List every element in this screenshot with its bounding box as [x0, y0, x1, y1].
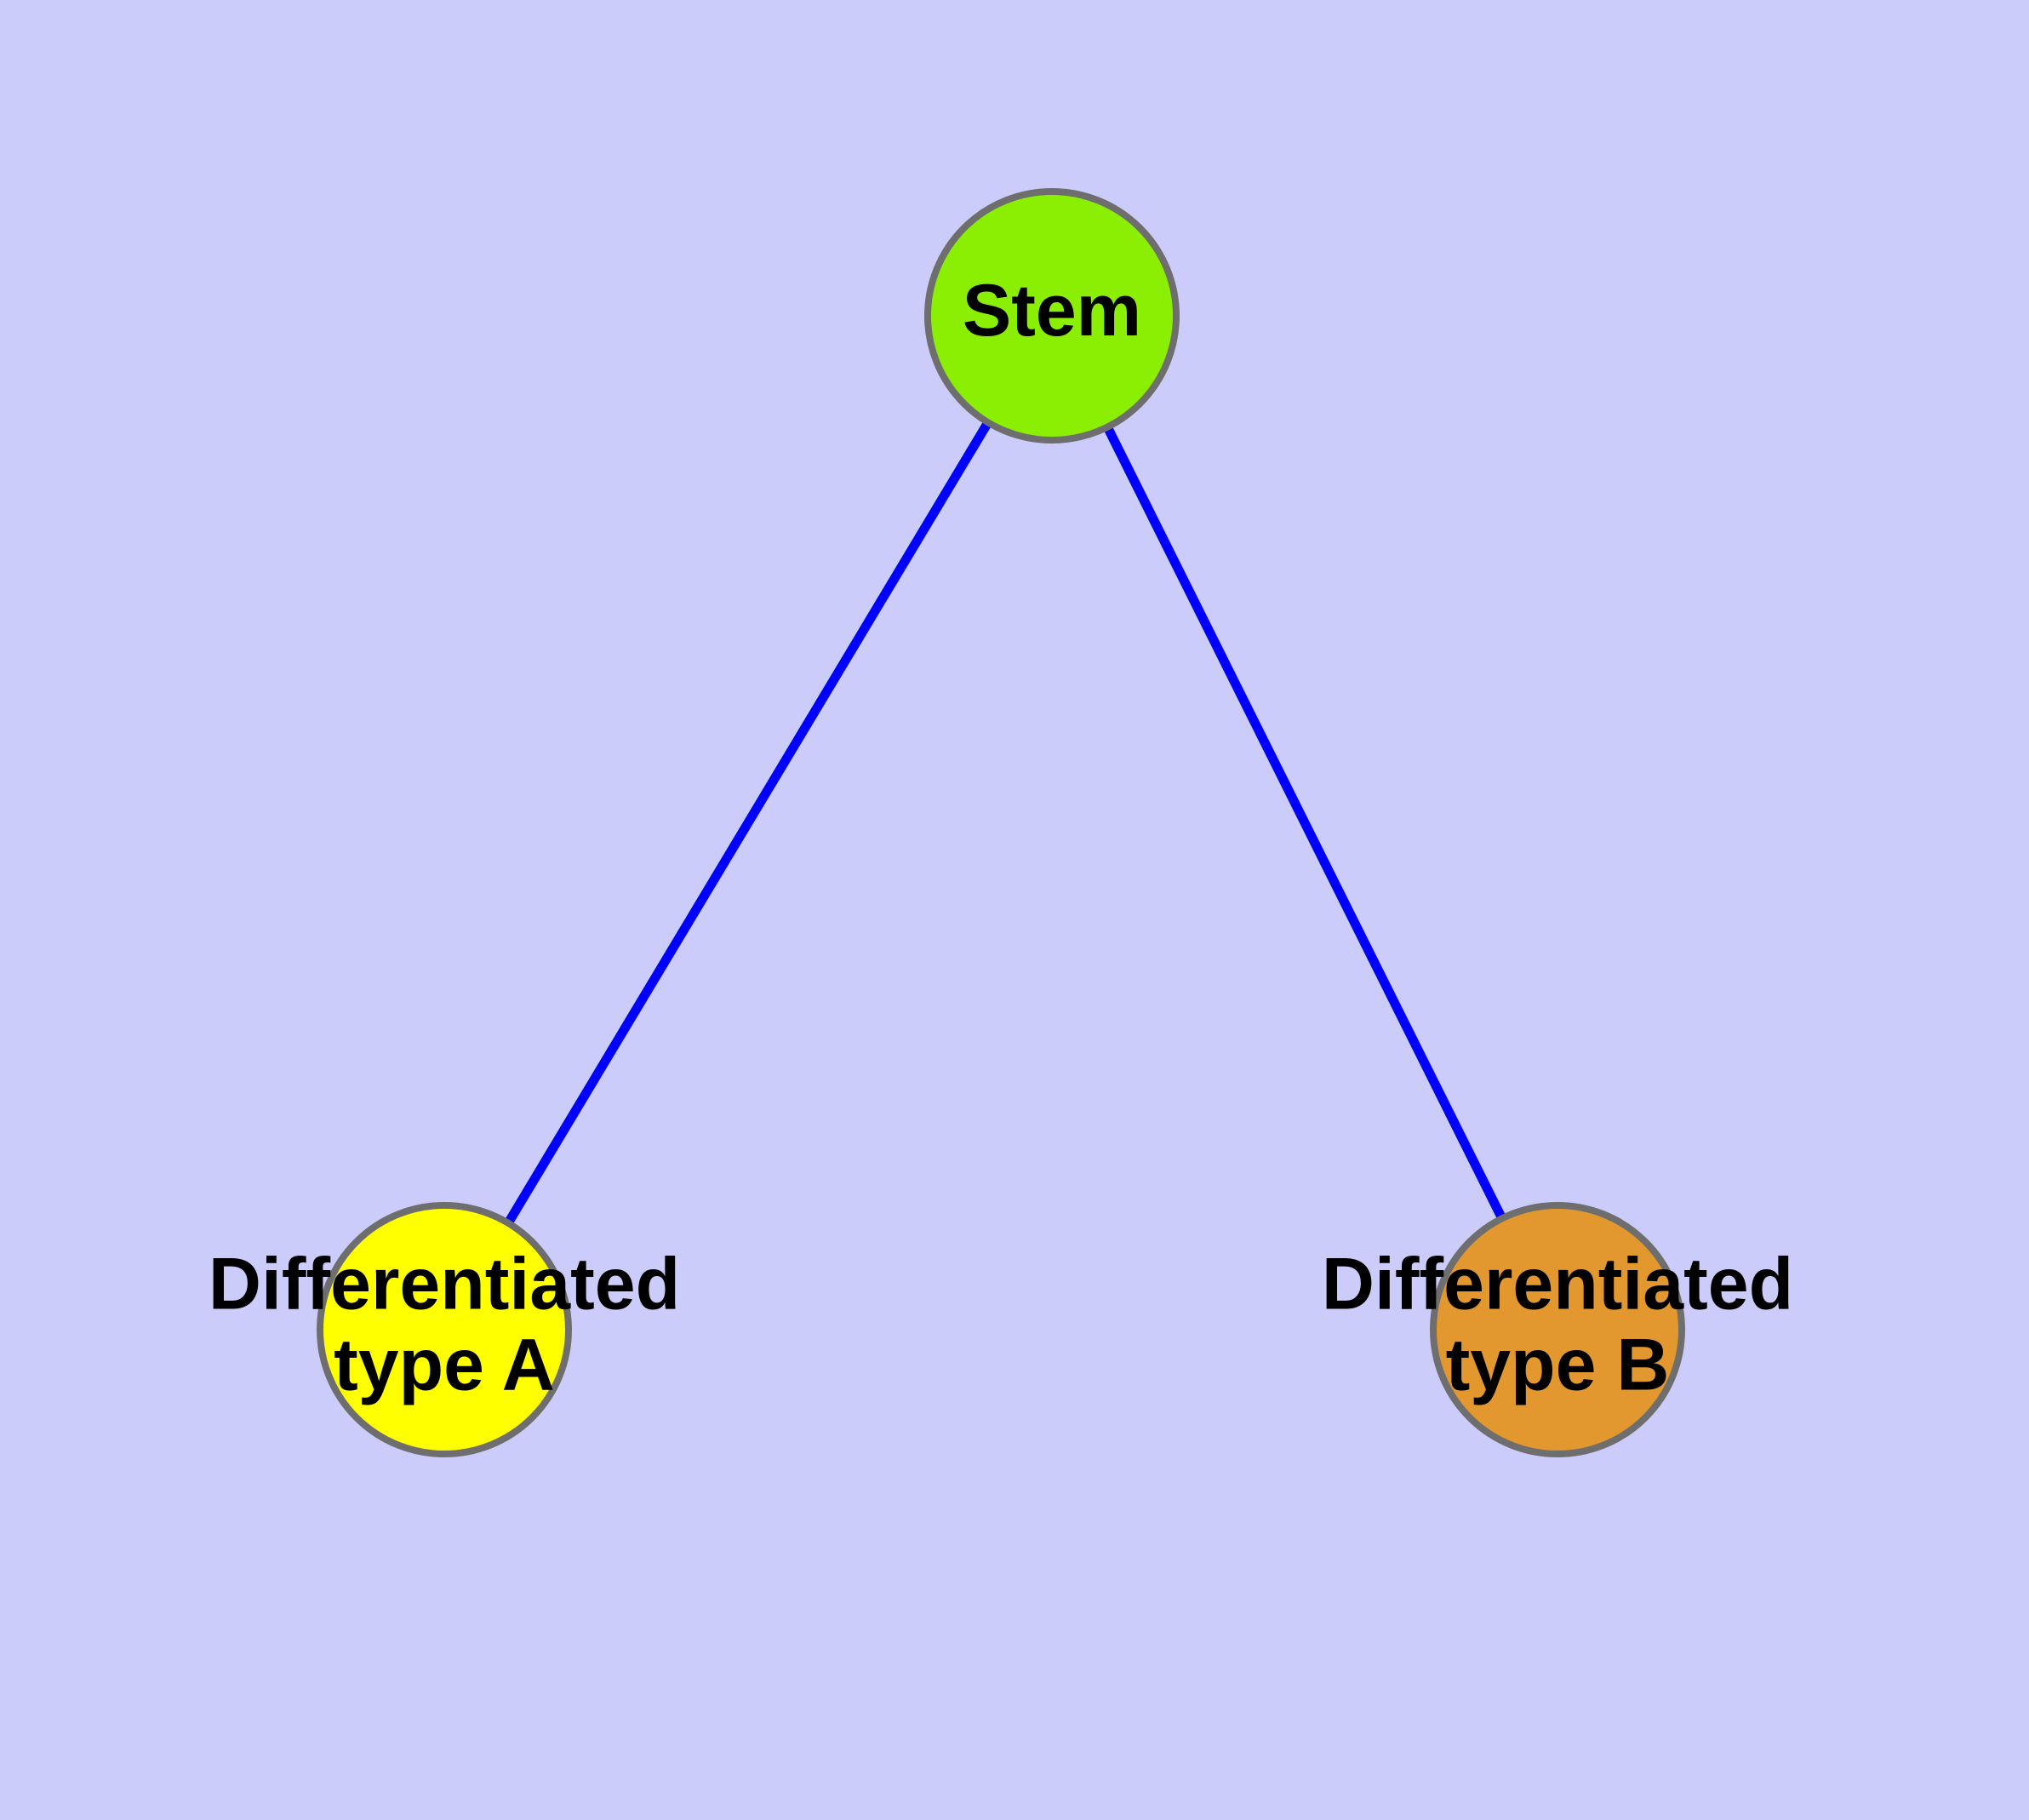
edge-layer: [505, 421, 1506, 1224]
node-label-line: Differentiated: [1322, 1243, 1793, 1325]
node-circle-diff_a[interactable]: [317, 1202, 572, 1457]
node-label-line: Stem: [963, 270, 1141, 352]
edge-stem-to-diff-a: [505, 421, 992, 1224]
edge-stem-to-diff-b: [1104, 426, 1506, 1220]
node-stem[interactable]: Stem: [924, 188, 1180, 444]
node-label-line: type A: [334, 1324, 555, 1405]
node-label-line: type B: [1446, 1324, 1670, 1405]
node-circle-diff_b[interactable]: [1430, 1202, 1685, 1457]
node-label-line: Differentiated: [209, 1243, 680, 1325]
node-circle-stem[interactable]: [924, 188, 1180, 444]
node-label-stem: Stem: [963, 270, 1141, 352]
